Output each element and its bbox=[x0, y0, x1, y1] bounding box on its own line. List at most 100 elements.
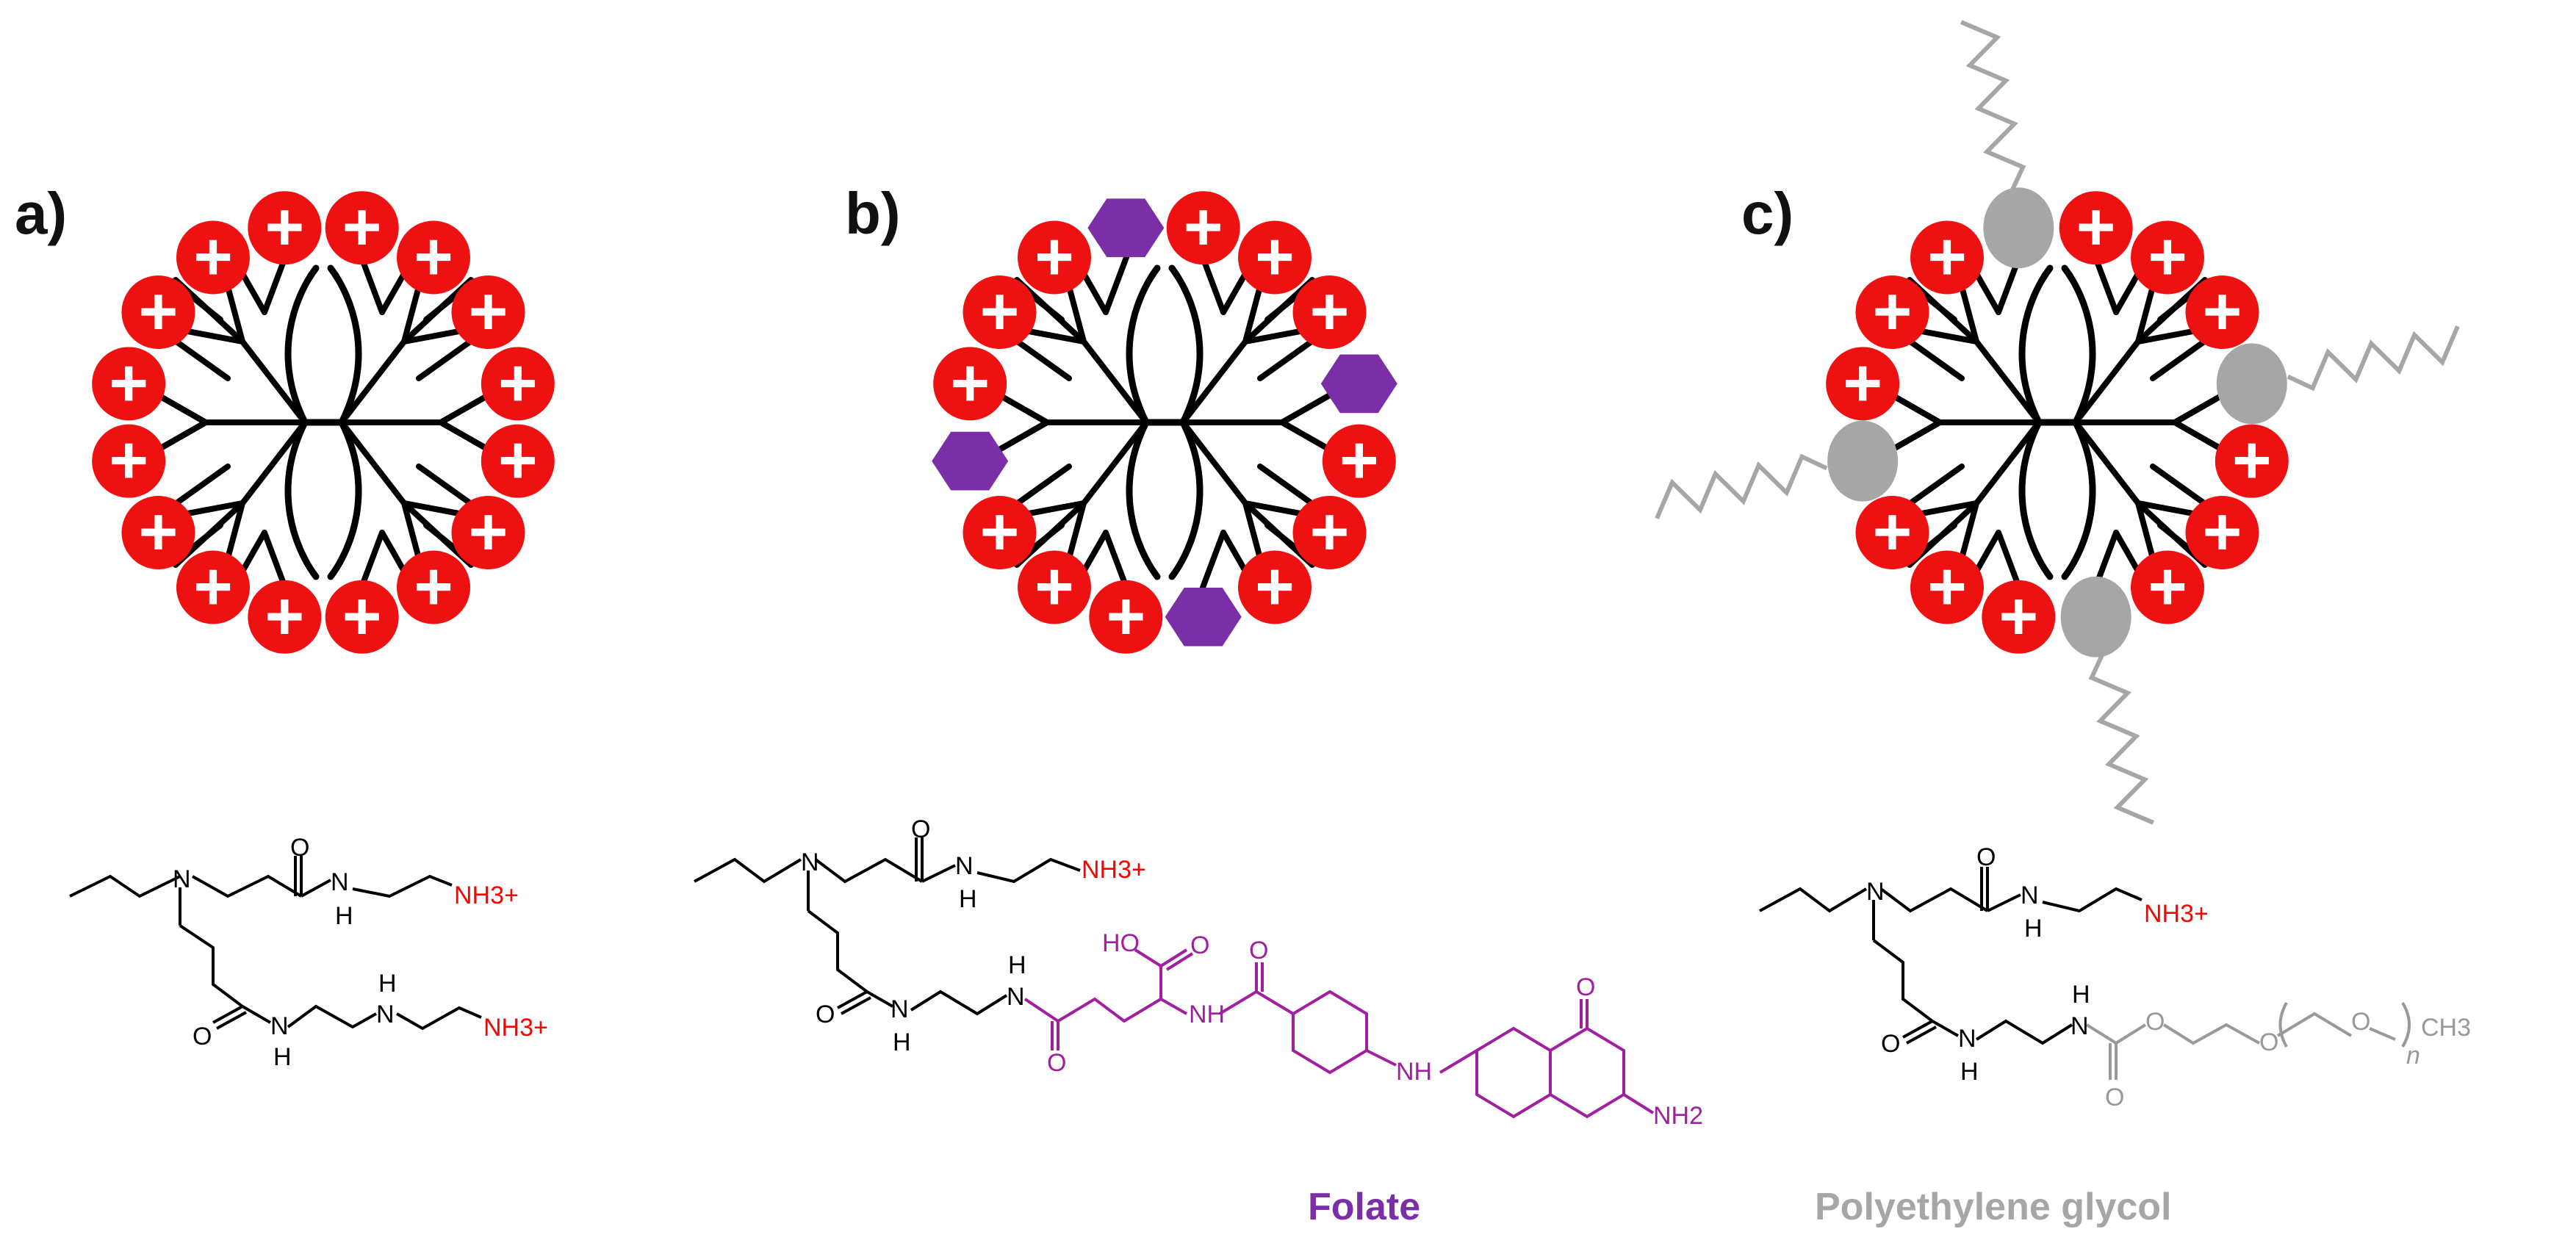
atom-o: O bbox=[1976, 843, 1996, 871]
cationic-charge: + bbox=[1826, 345, 1900, 421]
charge-symbol: + bbox=[980, 494, 1020, 569]
atom-o: O bbox=[911, 815, 930, 843]
cationic-charge: + bbox=[2131, 220, 2205, 295]
atom-n: N bbox=[331, 868, 349, 896]
structure-c bbox=[1759, 867, 2143, 1045]
peg-bead bbox=[2216, 343, 2287, 425]
ammonium-label: NH3+ bbox=[483, 1014, 548, 1042]
charge-symbol: + bbox=[342, 579, 382, 654]
ammonium-label: NH3+ bbox=[1082, 856, 1146, 884]
cationic-charge: + bbox=[1910, 549, 1984, 624]
charge-symbol: + bbox=[950, 345, 990, 420]
cationic-charge: + bbox=[1017, 220, 1091, 295]
ammonium-label: NH3+ bbox=[454, 882, 519, 909]
structure-a bbox=[69, 856, 482, 1031]
cationic-charge: + bbox=[92, 423, 166, 498]
atom-n: N bbox=[2021, 882, 2039, 909]
dendrimer-a: ++++++++++++++++ bbox=[92, 190, 555, 654]
folate-label: Folate bbox=[1308, 1186, 1420, 1228]
cationic-charge: + bbox=[933, 345, 1007, 421]
charge-symbol: + bbox=[1873, 274, 1913, 349]
cationic-charge: + bbox=[92, 345, 166, 421]
atom-h: H bbox=[1008, 951, 1026, 979]
repeat-n: n bbox=[2406, 1042, 2420, 1070]
charge-symbol: + bbox=[265, 190, 304, 264]
atom-nh: NH bbox=[1189, 1001, 1225, 1028]
charge-symbol: + bbox=[342, 190, 382, 264]
charge-symbol: + bbox=[109, 423, 148, 498]
atom-o: O bbox=[1047, 1049, 1066, 1077]
folate-hexagon bbox=[1165, 588, 1242, 646]
methyl-label: CH3 bbox=[2421, 1014, 2471, 1042]
cationic-charge: + bbox=[2131, 549, 2205, 624]
atom-o: O bbox=[1881, 1030, 1900, 1058]
cationic-charge: + bbox=[2215, 423, 2289, 498]
cationic-charge: + bbox=[176, 549, 250, 624]
atom-o: O bbox=[2145, 1008, 2165, 1036]
structure-b-labels: N O N H NH3+ O N H N H O HO O NH O NH O … bbox=[801, 815, 1703, 1228]
panel-label-a: a) bbox=[15, 181, 67, 246]
cationic-charge: + bbox=[1855, 274, 1929, 349]
charge-symbol: + bbox=[1873, 494, 1913, 569]
atom-h: H bbox=[273, 1043, 292, 1071]
structure-c-peg bbox=[2085, 1001, 2411, 1080]
atom-nh: NH bbox=[1396, 1058, 1432, 1086]
atom-o: O bbox=[193, 1023, 212, 1050]
cationic-charge: + bbox=[325, 190, 399, 265]
charge-symbol: + bbox=[2076, 190, 2116, 264]
charge-symbol: + bbox=[1927, 549, 1967, 624]
atom-o: O bbox=[2105, 1084, 2124, 1111]
folate-hexagon bbox=[1087, 198, 1165, 257]
atom-o: O bbox=[1576, 973, 1595, 1001]
cationic-charge: + bbox=[1855, 494, 1929, 570]
cationic-charge: + bbox=[1910, 220, 1984, 295]
cationic-charge: + bbox=[176, 220, 250, 295]
peg-bead bbox=[1827, 420, 1899, 502]
atom-n: N bbox=[801, 848, 819, 876]
cationic-charge: + bbox=[1292, 274, 1367, 349]
atom-n: N bbox=[173, 865, 191, 893]
charge-symbol: + bbox=[1035, 220, 1074, 295]
folate-hexagon bbox=[932, 431, 1009, 491]
cationic-charge: + bbox=[451, 494, 525, 570]
cationic-charge: + bbox=[481, 345, 555, 421]
atom-h: H bbox=[1960, 1058, 1979, 1086]
atom-ho: HO bbox=[1102, 929, 1140, 957]
charge-symbol: + bbox=[2203, 494, 2242, 569]
atom-o: O bbox=[2259, 1028, 2278, 1056]
atom-h: H bbox=[959, 885, 977, 913]
dendrimer-core bbox=[284, 264, 362, 580]
atom-n: N bbox=[1958, 1025, 1976, 1053]
atom-h: H bbox=[893, 1028, 911, 1056]
charge-symbol: + bbox=[1927, 220, 1967, 295]
cationic-charge: + bbox=[451, 274, 525, 349]
panel-label-b: b) bbox=[845, 181, 901, 246]
atom-o: O bbox=[1190, 931, 1209, 959]
charge-symbol: + bbox=[1998, 579, 2038, 654]
charge-symbol: + bbox=[2203, 274, 2242, 349]
cationic-charge: + bbox=[1238, 549, 1312, 624]
charge-symbol: + bbox=[1035, 549, 1074, 624]
atom-h: H bbox=[378, 970, 397, 998]
peg-chain bbox=[1960, 20, 2026, 193]
cationic-charge: + bbox=[481, 423, 555, 498]
dendrimer-core bbox=[1126, 264, 1204, 580]
cationic-charge: + bbox=[1238, 220, 1312, 295]
cationic-charge: + bbox=[121, 494, 195, 570]
charge-symbol: + bbox=[109, 345, 148, 420]
charge-symbol: + bbox=[469, 274, 508, 349]
charge-symbol: + bbox=[193, 220, 233, 295]
cationic-charge: + bbox=[1292, 494, 1367, 570]
charge-symbol: + bbox=[1310, 274, 1350, 349]
charge-symbol: + bbox=[1255, 220, 1295, 295]
charge-symbol: + bbox=[139, 494, 179, 569]
charge-symbol: + bbox=[2232, 423, 2272, 498]
atom-n: N bbox=[955, 852, 974, 880]
cationic-charge: + bbox=[1089, 579, 1163, 654]
amine-label: NH2 bbox=[1653, 1102, 1703, 1130]
peg-bead bbox=[1983, 187, 2054, 269]
charge-symbol: + bbox=[1184, 190, 1223, 264]
structure-b-folate bbox=[1023, 948, 1655, 1119]
atom-n: N bbox=[1007, 983, 1025, 1011]
atom-n: N bbox=[891, 995, 909, 1023]
